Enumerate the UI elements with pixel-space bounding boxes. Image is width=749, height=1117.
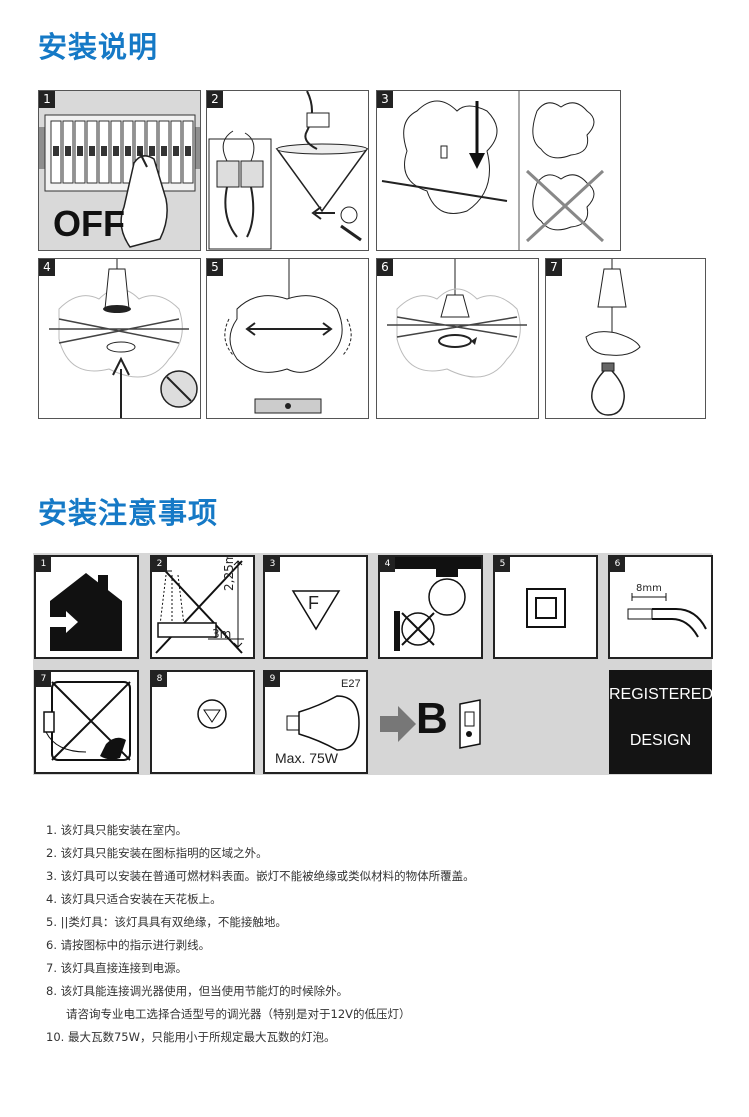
max-wattage-label: Max. 75W [275,750,339,766]
section-title-installation: 安装说明 [38,30,159,64]
step-4-panel: 4 [38,258,201,419]
off-label: OFF [53,203,125,244]
registered-design-badge: REGISTERED DESIGN [609,670,714,774]
step-number: 4 [39,259,55,276]
step-1-panel: 1 OFF [38,90,201,251]
bathtub-icon [155,560,244,654]
step-6-panel: 6 [376,258,539,419]
icon-number: 3 [265,557,280,572]
strip-length-label: 8mm [636,583,662,594]
step-number: 3 [377,91,393,108]
icon-number: 9 [265,672,280,687]
warning-icons-band [33,553,712,775]
icon-direct-connection: 7 [34,670,139,774]
step-number: 6 [377,259,393,276]
note-item-continued: 请咨询专业电工选择合适型号的调光器（特别是对于12V的低压灯） [66,1007,411,1021]
icon-wire-strip: 6 8mm [608,555,713,659]
icon-class-two: 5 [493,555,598,659]
step-5-panel: 5 [206,258,369,419]
energy-class-group: B [376,690,488,756]
icon-indoor-only: 1 [34,555,139,659]
icon-number: 2 [152,557,167,572]
insert-bulb-illustration [585,259,641,416]
step-7-panel: 7 [545,258,706,419]
f-letter: F [308,593,319,613]
step-number: 1 [39,91,55,108]
icon-flammable-surface: 3 F [263,555,368,659]
bulb-mount-illustration [49,259,198,418]
wire-icon [627,593,707,638]
icon-ceiling-only: 4 [378,555,483,659]
height-label: 2,25m [222,555,236,591]
step-number: 2 [207,91,223,108]
level-illustration [224,259,352,414]
notes-list: 1. 该灯具只能安装在室内。 2. 该灯具只能安装在图标指明的区域之外。 3. … [46,822,726,1052]
icon-bulb-max-wattage: 9 E27 Max. 75W [263,670,368,774]
dimmer-icon [174,696,227,756]
wiring-illustration [208,91,368,250]
registered-label: REGISTERED [609,686,714,703]
note-item: 8. 该灯具能连接调光器使用，但当使用节能灯的时候除外。 [46,984,349,998]
icon-number: 1 [36,557,51,572]
icon-number: 5 [495,557,510,572]
step-number: 7 [546,259,562,276]
icon-number: 4 [380,557,395,572]
note-item: 4. 该灯具只适合安装在天花板上。 [46,892,222,906]
energy-class-letter: B [416,694,448,743]
socket-label: E27 [341,678,361,690]
note-item: 10. 最大瓦数75W，只能用小于所规定最大瓦数的灯泡。 [46,1030,336,1044]
step-3-panel: 3 [376,90,621,251]
breaker-illustration [39,91,200,250]
rotate-illustration [387,259,527,378]
step-2-panel: 2 [206,90,369,251]
note-item: 5. ||类灯具：该灯具具有双绝缘，不能接触地。 [46,915,287,929]
section-title-precautions: 安装注意事项 [38,496,219,530]
shade-assembly-illustration [381,91,605,250]
double-square-icon [526,588,566,628]
house-icon [44,573,122,651]
icon-number: 8 [152,672,167,687]
bulb-icon [286,695,360,751]
design-label: DESIGN [629,732,692,749]
icon-number: 7 [36,672,51,687]
step-number: 5 [207,259,223,276]
triangle-f-icon [291,590,341,631]
ceiling-lamp-icon [380,557,481,651]
icon-dimmer: 8 [150,670,255,774]
note-item: 3. 该灯具可以安装在普通可燃材料表面。嵌灯不能被绝缘或类似材料的物体所覆盖。 [46,869,475,883]
note-item: 1. 该灯具只能安装在室内。 [46,823,188,837]
note-item: 7. 该灯具直接连接到电源。 [46,961,188,975]
arrow-right-icon [380,699,481,749]
crossed-plug-icon [43,681,131,761]
icon-number: 6 [610,557,625,572]
distance-label: 3m [212,627,232,641]
icon-bathroom-zone: 2 2,25m 3m [150,555,255,659]
note-item: 6. 请按图标中的指示进行剥线。 [46,938,211,952]
note-item: 2. 该灯具只能安装在图标指明的区域之外。 [46,846,268,860]
